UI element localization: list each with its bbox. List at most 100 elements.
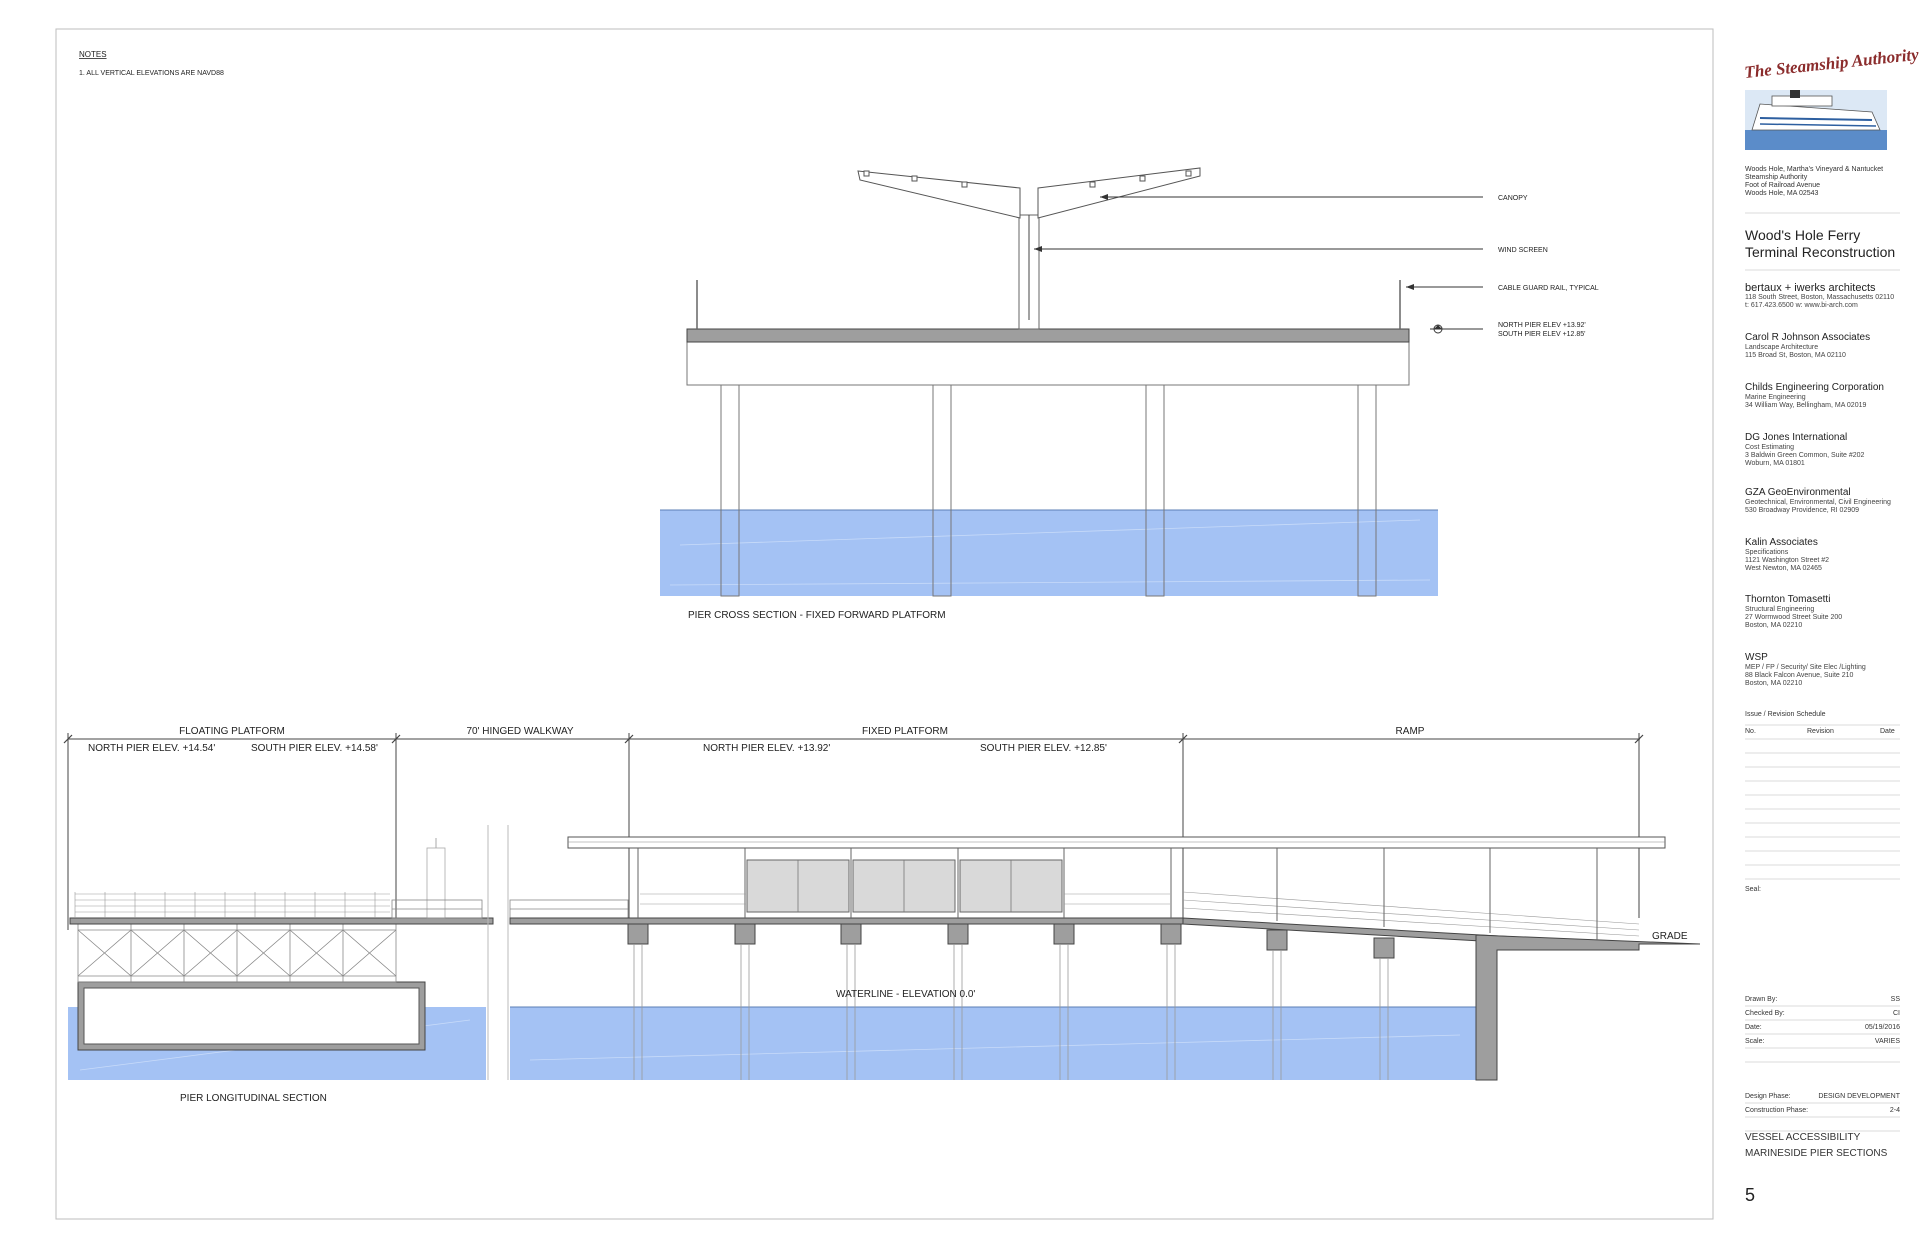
firm-line: 27 Wormwood Street Suite 200	[1745, 614, 1843, 621]
sheet-number: 5	[1745, 1185, 1756, 1205]
firm-dg-jones: DG Jones International Cost Estimating 3…	[1745, 432, 1915, 468]
firm-crja: Carol R Johnson Associates Landscape Arc…	[1745, 332, 1915, 360]
label-fixed-platform: FIXED PLATFORM	[862, 726, 948, 737]
firm-childs: Childs Engineering Corporation Marine En…	[1745, 382, 1915, 410]
water-fixed	[510, 1007, 1476, 1080]
firm-line: 115 Broad St, Boston, MA 02110	[1745, 352, 1846, 359]
sheet-border	[55, 28, 1714, 1220]
callout-guard-rail: CABLE GUARD RAIL, TYPICAL	[1498, 285, 1599, 292]
scale-label: Scale:	[1745, 1038, 1765, 1045]
label-waterline: WATERLINE - ELEVATION 0.0'	[836, 989, 975, 1000]
architect-contact: t: 617.423.6500 w: www.bi-arch.com	[1745, 302, 1858, 309]
elevation-marker-icon	[1433, 324, 1443, 334]
client-address-line: Steamship Authority	[1745, 174, 1808, 181]
firm-line: Marine Engineering	[1745, 394, 1806, 401]
architect-block: bertaux + iwerks architects 118 South St…	[1745, 282, 1915, 310]
callout-south-elev: SOUTH PIER ELEV +12.85'	[1498, 331, 1586, 338]
client-address: Woods Hole, Martha's Vineyard & Nantucke…	[1745, 166, 1883, 198]
firm-name: Kalin Associates	[1745, 537, 1818, 548]
callout-wind-screen: WIND SCREEN	[1498, 247, 1548, 254]
callout-north-elev: NORTH PIER ELEV +13.92'	[1498, 322, 1586, 329]
client-address-line: Foot of Railroad Avenue	[1745, 182, 1820, 189]
checked-by-label: Checked By:	[1745, 1010, 1785, 1017]
ferry-icon	[1745, 90, 1887, 150]
pier-cross-section: CANOPY WIND SCREEN CABLE GUARD RAIL, TYP…	[660, 167, 1599, 621]
scale-value: VARIES	[1874, 1038, 1900, 1045]
label-hinged-walkway: 70' HINGED WALKWAY	[466, 726, 573, 737]
floating-truss	[77, 923, 397, 983]
construction-phase-value: 2-4	[1889, 1107, 1900, 1114]
label-floating-south: SOUTH PIER ELEV. +14.58'	[251, 743, 378, 754]
date-value: 05/19/2016	[1864, 1024, 1900, 1031]
label-fixed-south: SOUTH PIER ELEV. +12.85'	[980, 743, 1107, 754]
firm-name: Thornton Tomasetti	[1745, 594, 1831, 605]
sheet-title-line-2: MARINESIDE PIER SECTIONS	[1745, 1148, 1888, 1159]
firm-thornton: Thornton Tomasetti Structural Engineerin…	[1745, 594, 1915, 630]
logo-text: The Steamship Authority	[1743, 45, 1920, 82]
firm-line: Landscape Architecture	[1745, 344, 1819, 351]
floating-deck	[69, 917, 494, 925]
firm-line: West Newton, MA 02465	[1745, 565, 1822, 572]
firm-line: 34 William Way, Bellingham, MA 02019	[1745, 402, 1867, 409]
client-address-line: Woods Hole, MA 02543	[1745, 190, 1819, 197]
drawn-by-label: Drawn By:	[1745, 996, 1778, 1003]
client-address-line: Woods Hole, Martha's Vineyard & Nantucke…	[1745, 166, 1884, 173]
seawall	[1475, 934, 1701, 1081]
firm-name: Childs Engineering Corporation	[1745, 382, 1884, 393]
date-label: Date:	[1745, 1024, 1762, 1031]
label-floating-platform: FLOATING PLATFORM	[179, 726, 285, 737]
firm-name: WSP	[1745, 652, 1768, 663]
canopy-longitudinal	[567, 836, 1666, 849]
architect-name: bertaux + iwerks architects	[1745, 282, 1876, 294]
firm-line: MEP / FP / Security/ Site Elec /Lighting	[1745, 664, 1866, 671]
firm-name: DG Jones International	[1745, 432, 1848, 443]
revision-col-revision: Revision	[1807, 728, 1834, 735]
deck-cross-section	[686, 328, 1410, 343]
label-ramp: RAMP	[1396, 726, 1425, 737]
canopy-cross-section	[857, 167, 1201, 219]
architect-address: 118 South Street, Boston, Massachusetts …	[1745, 294, 1895, 301]
sheet-title: VESSEL ACCESSIBILITY MARINESIDE PIER SEC…	[1745, 1130, 1887, 1162]
project-title-line-2: Terminal Reconstruction	[1745, 244, 1896, 260]
sheet-title-line-1: VESSEL ACCESSIBILITY	[1745, 1132, 1861, 1143]
revision-schedule-title: Issue / Revision Schedule	[1745, 711, 1826, 718]
revision-col-date: Date	[1880, 728, 1895, 735]
design-phase-value: DESIGN DEVELOPMENT	[1818, 1093, 1900, 1100]
pier-longitudinal-section: FLOATING PLATFORM NORTH PIER ELEV. +14.5…	[63, 726, 1701, 1104]
wind-screen-panels	[746, 859, 1063, 913]
title-block-rules	[1745, 212, 1900, 1132]
firm-line: Woburn, MA 01801	[1745, 460, 1805, 467]
firm-line: 530 Broadway Providence, RI 02909	[1745, 507, 1860, 514]
project-title-line-1: Wood's Hole Ferry	[1745, 227, 1861, 243]
firm-wsp: WSP MEP / FP / Security/ Site Elec /Ligh…	[1745, 652, 1915, 688]
label-floating-north: NORTH PIER ELEV. +14.54'	[88, 743, 215, 754]
firm-name: Carol R Johnson Associates	[1745, 332, 1871, 343]
firm-line: Cost Estimating	[1745, 444, 1795, 451]
callout-canopy: CANOPY	[1498, 195, 1528, 202]
checked-by-value: CI	[1893, 1010, 1900, 1017]
firm-line: Geotechnical, Environmental, Civil Engin…	[1745, 499, 1891, 506]
firm-line: 88 Black Falcon Avenue, Suite 210	[1745, 672, 1854, 679]
firm-line: Boston, MA 02210	[1745, 622, 1803, 629]
label-fixed-north: NORTH PIER ELEV. +13.92'	[703, 743, 830, 754]
firm-gza: GZA GeoEnvironmental Geotechnical, Envir…	[1745, 487, 1915, 515]
firm-line: Specifications	[1745, 549, 1789, 556]
drawn-by-value: SS	[1890, 996, 1900, 1003]
firm-line: Structural Engineering	[1745, 606, 1815, 613]
revision-col-no: No.	[1745, 728, 1756, 735]
firm-name: GZA GeoEnvironmental	[1745, 487, 1851, 498]
water-cross-section	[660, 510, 1438, 596]
design-phase-label: Design Phase:	[1745, 1093, 1791, 1100]
longitudinal-caption: PIER LONGITUDINAL SECTION	[180, 1093, 327, 1104]
pile-cap	[686, 341, 1410, 386]
firm-kalin: Kalin Associates Specifications 1121 Was…	[1745, 537, 1915, 573]
label-grade: GRADE	[1652, 931, 1688, 942]
note-1: 1. ALL VERTICAL ELEVATIONS ARE NAVD88	[79, 70, 224, 77]
seal-label: Seal:	[1745, 886, 1761, 893]
firm-line: Boston, MA 02210	[1745, 680, 1803, 687]
project-title: Wood's Hole Ferry Terminal Reconstructio…	[1745, 227, 1895, 261]
steamship-authority-logo: The Steamship Authority	[1743, 45, 1920, 150]
firm-line: 1121 Washington Street #2	[1745, 557, 1830, 564]
notes-heading: NOTES	[79, 50, 107, 59]
